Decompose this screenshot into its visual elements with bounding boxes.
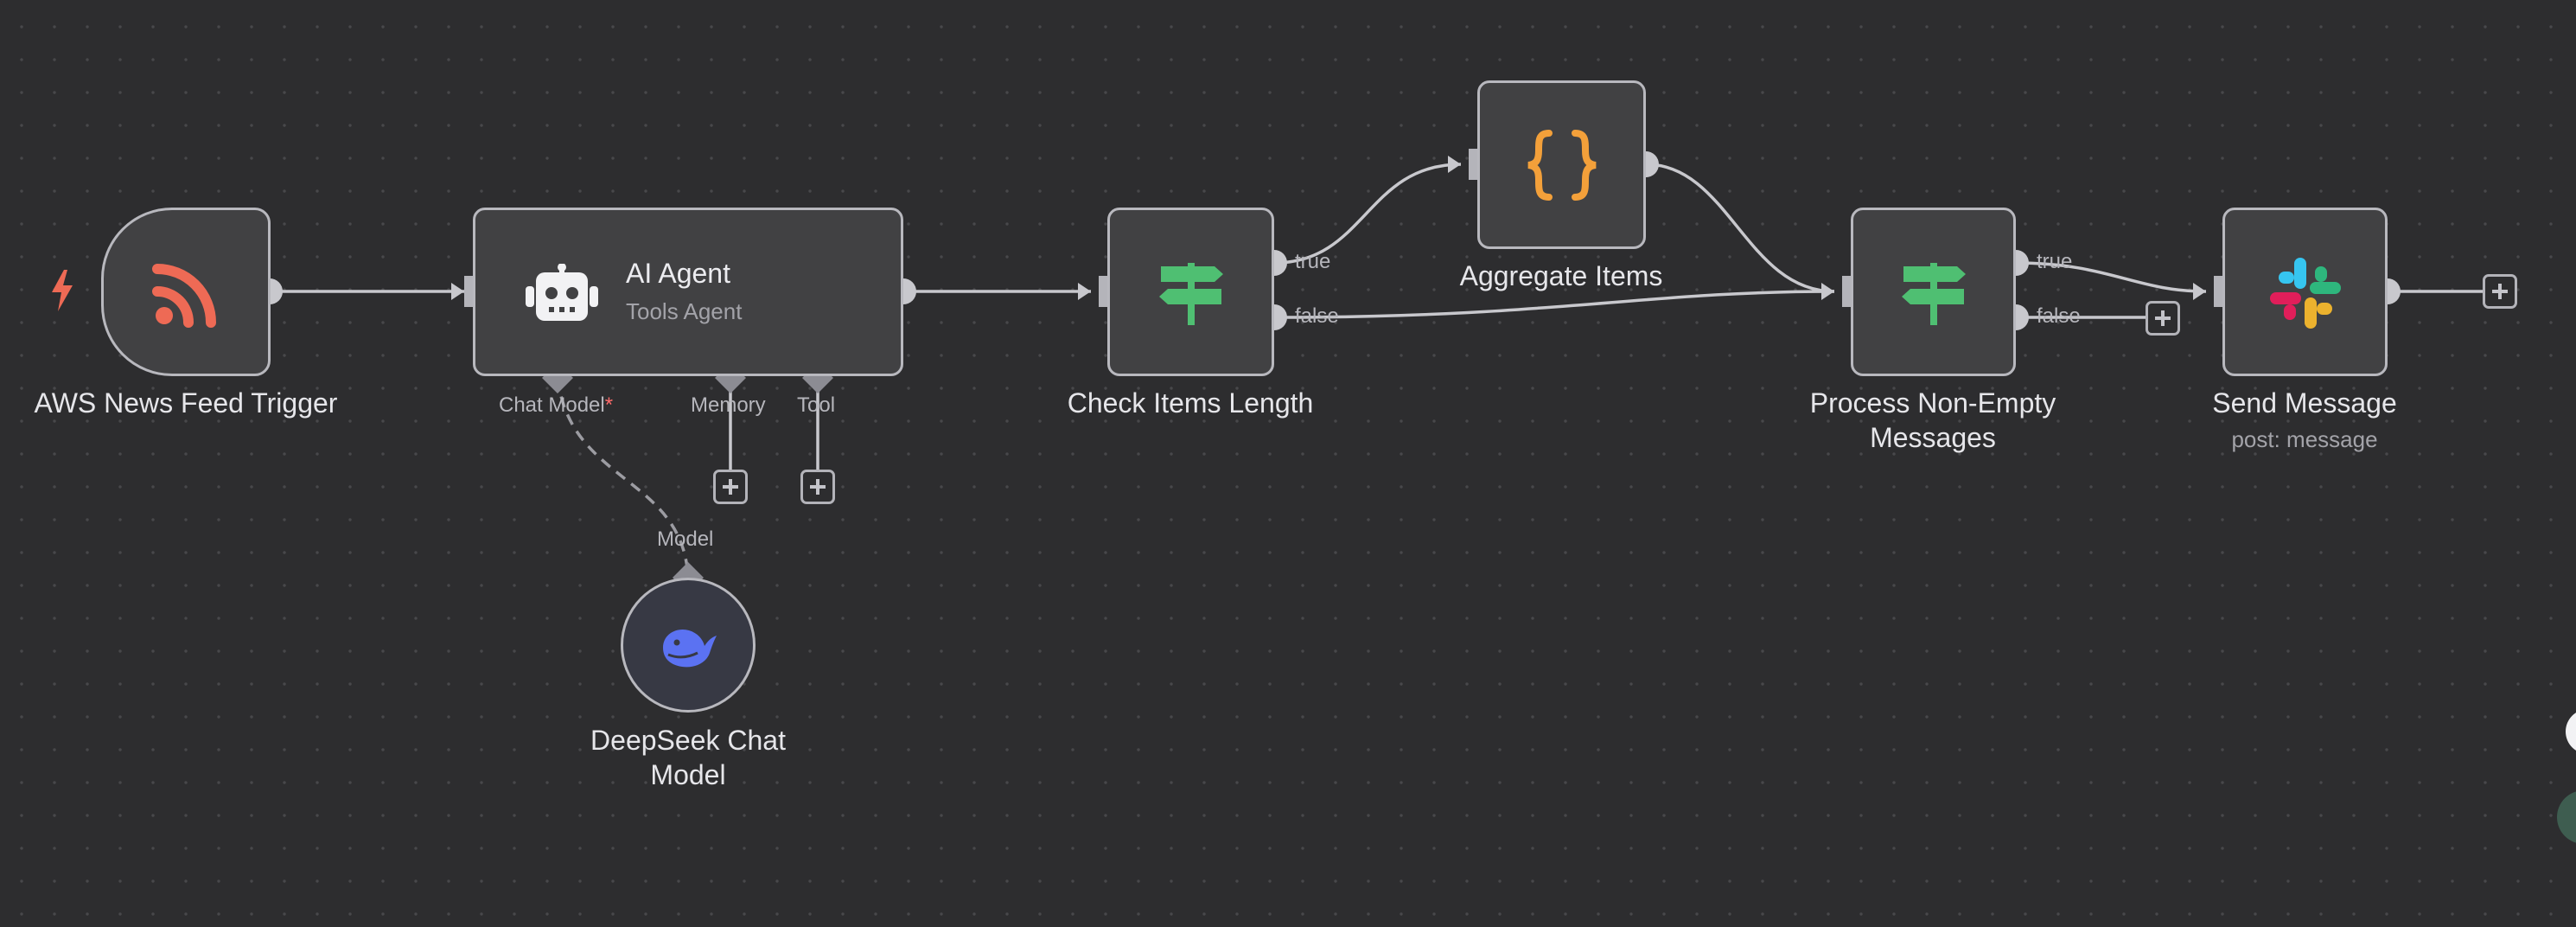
check-false-label: false (1295, 304, 1339, 328)
add-node-after-false-button[interactable] (2146, 301, 2180, 336)
node-aggregate-items[interactable] (1477, 80, 1646, 249)
slack-icon (2270, 258, 2341, 329)
deepseek-whale-icon (663, 629, 717, 668)
node-title-deepseek: DeepSeek Chat Model (590, 725, 786, 790)
signpost-icon (1902, 263, 1966, 325)
process-true-label: true (2037, 250, 2073, 273)
add-node-after-send-button[interactable] (2483, 274, 2517, 309)
ai-agent-port-chat-model-label: Chat Model* (499, 393, 614, 417)
ai-agent-port-memory-label: Memory (691, 393, 766, 417)
floating-action-button-bottom[interactable] (2557, 790, 2576, 844)
check-true-label: true (1295, 250, 1331, 273)
node-title-process: Process Non-Empty Messages (1809, 387, 2056, 453)
input-port-aggregate (1469, 149, 1477, 180)
add-memory-button[interactable] (713, 470, 748, 504)
input-port-process (1842, 276, 1851, 307)
node-title-check-items: Check Items Length (1067, 387, 1314, 419)
arrow-send-input (2193, 283, 2206, 300)
arrow-check-input (1078, 283, 1091, 300)
trigger-bolt-icon (52, 270, 73, 311)
input-port-check (1099, 276, 1107, 307)
deepseek-port-model-label: Model (657, 527, 714, 551)
rss-feed-icon (152, 264, 216, 328)
curly-braces-icon (1527, 130, 1597, 201)
floating-action-button-top[interactable] (2566, 709, 2576, 754)
node-title-aggregate: Aggregate Items (1459, 260, 1663, 291)
ai-agent-port-tool-label: Tool (797, 393, 836, 417)
node-title-aws-trigger: AWS News Feed Trigger (34, 387, 338, 419)
node-process-non-empty-messages[interactable] (1851, 208, 2016, 376)
arrow-process-input (1821, 283, 1834, 300)
ai-agent-title: AI Agent (626, 258, 730, 289)
robot-icon (526, 264, 598, 321)
ai-agent-subtitle: Tools Agent (626, 298, 743, 324)
edge-aggregate-to-process (1645, 163, 1835, 293)
input-port-agent (464, 276, 473, 307)
edge-check-false-to-process (1273, 290, 1835, 319)
node-send-message[interactable] (2222, 208, 2388, 376)
process-false-label: false (2037, 304, 2081, 328)
edge-process-true-to-send (2015, 261, 2207, 293)
add-tool-button[interactable] (800, 470, 835, 504)
edge-check-true-to-aggregate (1273, 163, 1462, 265)
node-deepseek-chat-model[interactable] (621, 578, 756, 713)
input-port-send (2214, 276, 2222, 307)
edge-chat-model-to-deepseek (556, 377, 690, 579)
node-check-items-length[interactable] (1107, 208, 1274, 376)
node-subtitle-send-message: post: message (2231, 426, 2378, 452)
required-marker: * (604, 393, 614, 417)
arrow-aggregate-input (1448, 156, 1461, 173)
node-title-send-message: Send Message (2212, 387, 2397, 419)
signpost-icon (1159, 263, 1223, 325)
node-ai-agent[interactable]: AI Agent Tools Agent (473, 208, 903, 376)
arrow-agent-input (451, 283, 464, 300)
node-aws-news-feed-trigger[interactable] (101, 208, 271, 376)
